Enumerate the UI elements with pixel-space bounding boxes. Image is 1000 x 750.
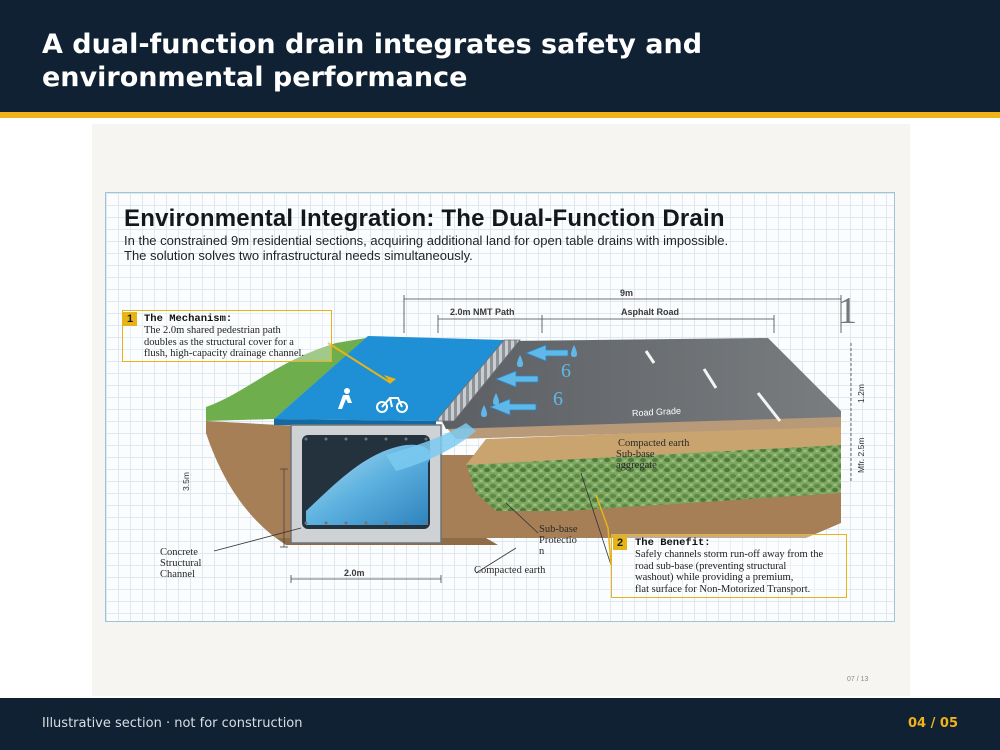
dimension-nmt-path: 2.0m NMT Path — [450, 307, 515, 317]
callout-benefit-line-1: Safely channels storm run-off away from … — [635, 549, 824, 560]
runoff-arrows — [488, 344, 569, 416]
sub-base-protection-label-2: Protectio — [539, 535, 577, 546]
pedestrian-icon — [338, 388, 352, 409]
cross-section-illustration — [206, 295, 852, 583]
slide-footer: Illustrative section · not for construct… — [0, 698, 1000, 750]
callout-benefit-line-2: road sub-base (preventing structural — [635, 560, 787, 572]
callout-mechanism-number: 1 — [123, 312, 137, 326]
slide-header: A dual-function drain integrates safety … — [0, 0, 1000, 112]
diagram-board: Environmental Integration: The Dual-Func… — [105, 192, 895, 622]
compacted-earth-top-label: Compacted earth — [618, 438, 690, 449]
diagram-subtitle: In the constrained 9m residential sectio… — [124, 233, 844, 263]
road-base-layer — [446, 415, 841, 439]
diagram-subtitle-line-1: In the constrained 9m residential sectio… — [124, 233, 729, 248]
callout-mechanism-line-2: doubles as the structural cover for a — [144, 336, 294, 348]
callout-benefit-line-4: flat surface for Non-Motorized Transport… — [635, 583, 811, 595]
sub-base-protection-label-1: Sub-base — [539, 524, 578, 535]
callout-benefit-title: The Benefit: — [635, 537, 711, 549]
callout-benefit-body: Safely channels storm run-off away from … — [635, 549, 855, 595]
concrete-channel-label-2: Structural — [160, 558, 202, 569]
bicycle-icon — [376, 397, 408, 413]
callout-mechanism — [122, 310, 332, 362]
water-drops — [481, 345, 577, 417]
dimension-asphalt-road: Asphalt Road — [621, 307, 680, 317]
dimension-earth-depth: Mfr. 2.5m — [856, 437, 866, 473]
sub-base-label: Sub-base — [616, 449, 655, 460]
slide-title: A dual-function drain integrates safety … — [42, 29, 703, 93]
concrete-channel-label-3: Channel — [160, 569, 195, 580]
callout-1-arrow — [327, 342, 392, 384]
dimension-total-width: 9m — [620, 288, 634, 298]
section-mark: 1 — [838, 290, 857, 332]
footer-note: Illustrative section · not for construct… — [42, 716, 303, 731]
flow-value-b: 6 — [553, 388, 563, 410]
callout-benefit-line-3: washout) while providing a premium, — [635, 572, 794, 583]
sub-base-protection-label-3: n — [539, 546, 545, 557]
embedded-page-indicator: 07 / 13 — [847, 676, 869, 683]
callout-mechanism-line-1: The 2.0m shared pedestrian path — [144, 325, 281, 336]
callout-mechanism-title: The Mechanism: — [144, 313, 233, 325]
dimension-channel-height: 3.5m — [181, 472, 191, 491]
slide-page-number: 04 / 05 — [908, 716, 958, 731]
callout-benefit-number: 2 — [613, 536, 627, 550]
aggregate-label: aggregate — [616, 460, 657, 471]
flow-value-a: 6 — [561, 360, 571, 382]
accent-bar — [0, 112, 1000, 118]
dimension-pavement-depth: 1.2m — [856, 384, 866, 403]
callout-mechanism-line-3: flush, high-capacity drainage channel. — [144, 348, 305, 359]
compacted-earth-bottom-label: Compacted earth — [474, 565, 546, 576]
dimension-channel-width: 2.0m — [344, 568, 365, 578]
concrete-channel-label-1: Concrete — [160, 547, 198, 558]
callout-2-leader — [595, 494, 612, 566]
asphalt-surface — [441, 338, 841, 429]
drain-grate — [435, 339, 521, 422]
diagram-subtitle-line-2: The solution solves two infrastructural … — [124, 248, 473, 263]
compacted-earth-band — [466, 425, 841, 465]
grass-bank — [206, 338, 366, 421]
callout-benefit — [611, 534, 847, 598]
callout-mechanism-body: The 2.0m shared pedestrian path doubles … — [144, 325, 334, 360]
diagram-title: Environmental Integration: The Dual-Func… — [124, 205, 725, 232]
